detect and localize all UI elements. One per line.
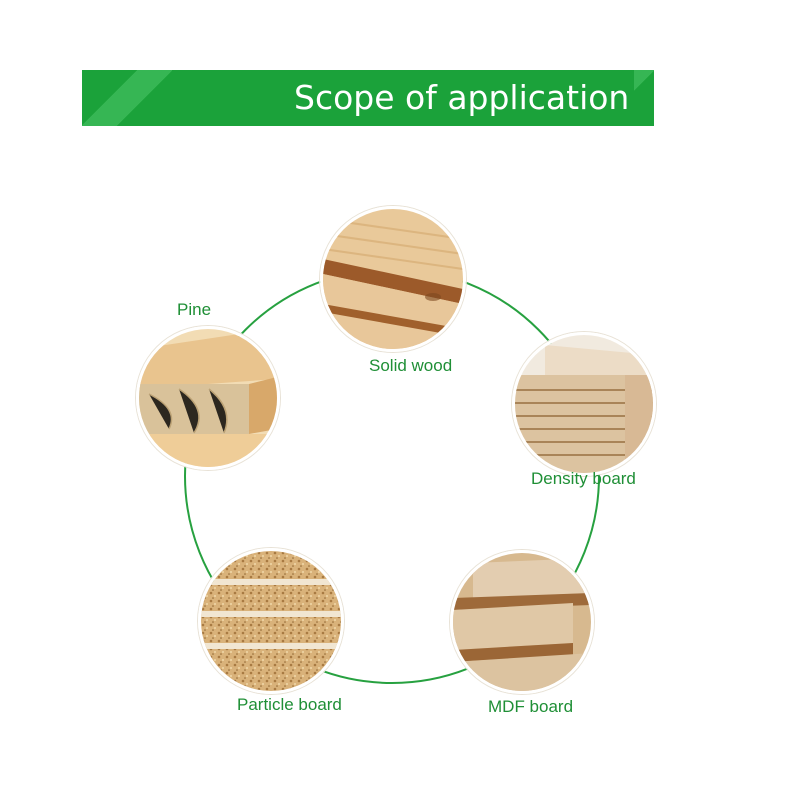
pine-label: Pine	[177, 300, 212, 319]
particle-board-image	[198, 548, 344, 694]
banner-title: Scope of application	[294, 70, 634, 126]
mdf-board-picture	[453, 553, 591, 691]
solid-wood-picture	[323, 209, 463, 349]
density-board-image	[512, 332, 656, 476]
density-board-picture	[515, 335, 653, 473]
density-board-label: Density board	[531, 469, 636, 488]
pine-image	[136, 326, 280, 470]
title-banner: Scope of application	[82, 70, 654, 126]
banner-stripe-left	[82, 70, 172, 126]
particle-board-picture	[201, 551, 341, 691]
solid-wood-label: Solid wood	[369, 356, 453, 375]
mdf-board-label: MDF board	[488, 697, 574, 716]
particle-board-label: Particle board	[237, 695, 342, 714]
mdf-board-image	[450, 550, 594, 694]
pine-picture	[139, 329, 277, 467]
solid-wood-image	[320, 206, 466, 352]
